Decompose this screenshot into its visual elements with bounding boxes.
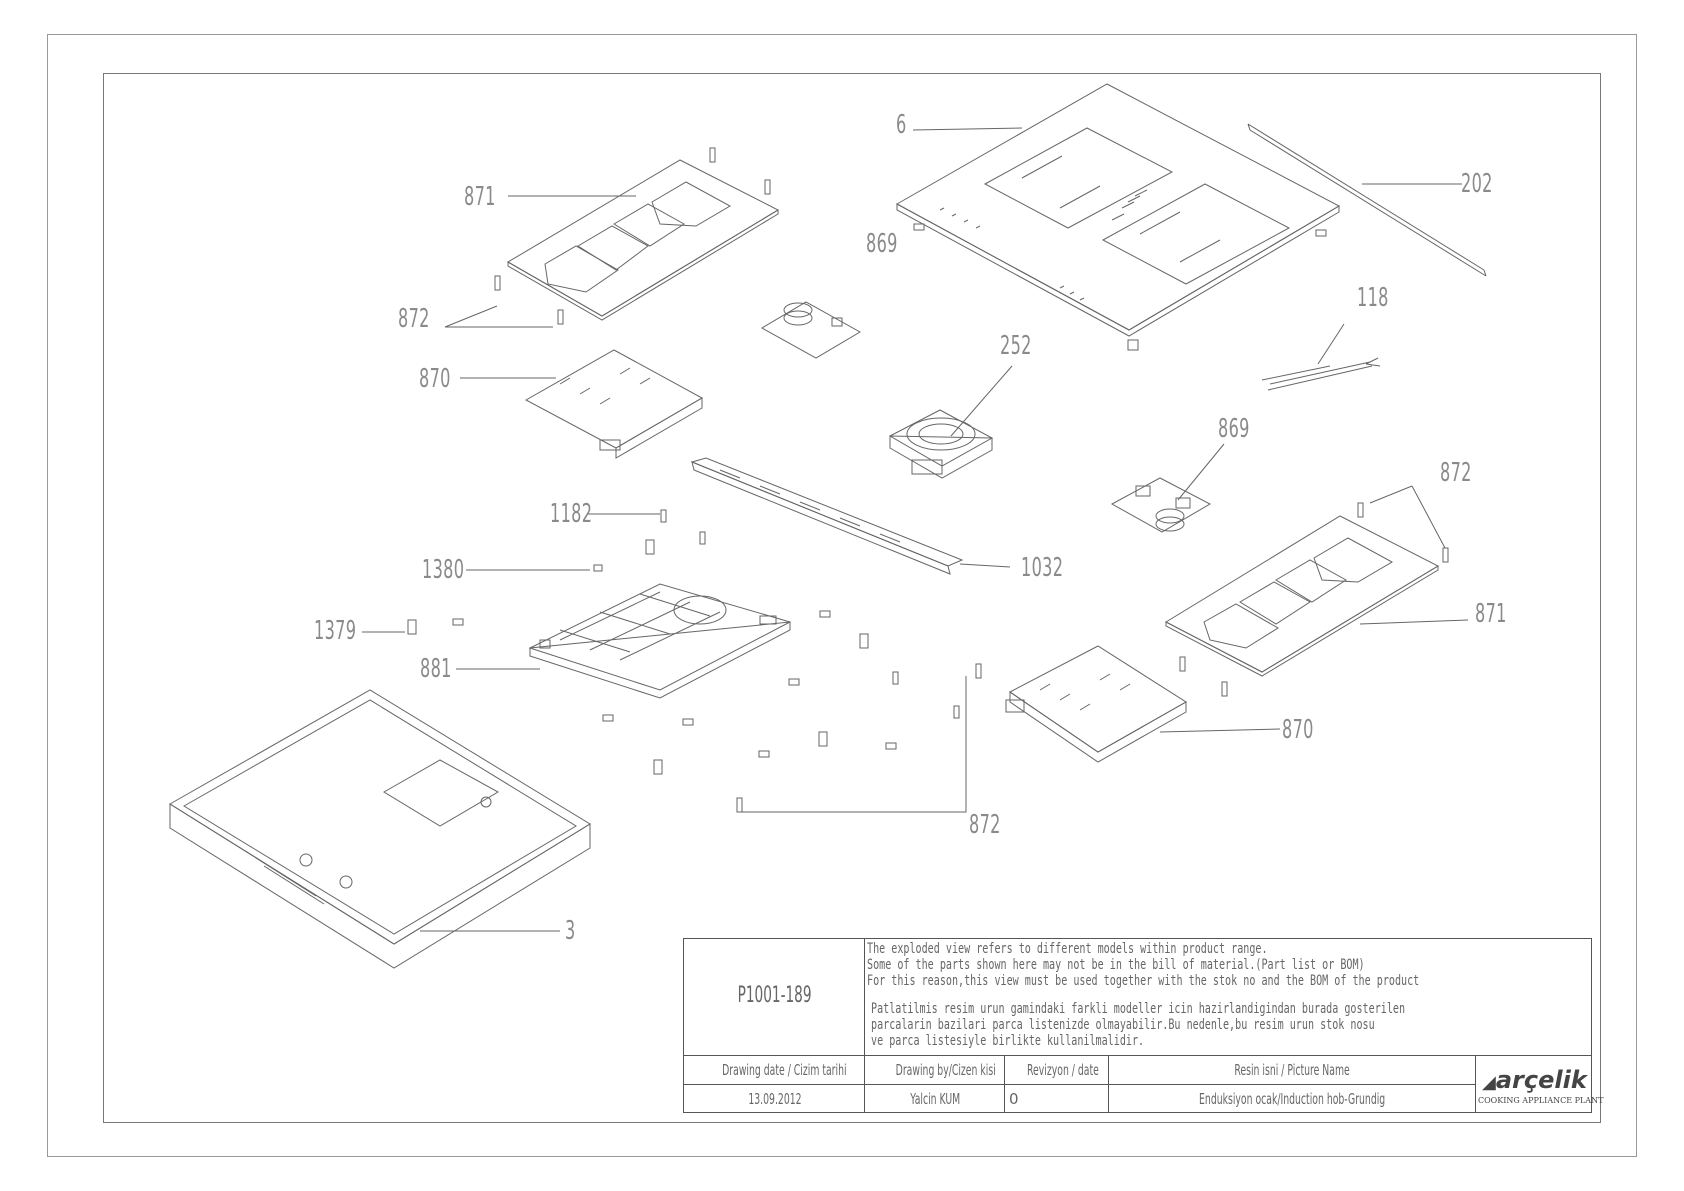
drawing-number: P1001-189 — [737, 983, 812, 1008]
callout-871: 871 — [464, 182, 496, 212]
header-rev-cell: Revizyon / date — [1005, 1056, 1109, 1085]
callout-118: 118 — [1357, 283, 1389, 313]
header-name: Resin isni / Picture Name — [1234, 1061, 1351, 1079]
clips-1380-1379 — [407, 539, 897, 775]
part-881-base-frame — [528, 583, 792, 699]
note-en-line-2: Some of the parts shown here may not be … — [867, 957, 1365, 973]
callout-872: 872 — [398, 304, 430, 334]
part-871-mica-right — [1164, 515, 1440, 677]
callout-872-bottom: 872 — [969, 810, 1001, 840]
part-871-mica-left — [507, 159, 780, 321]
part-870-board-left — [524, 349, 704, 459]
callout-869: 869 — [866, 229, 898, 259]
part-1032-bar — [690, 457, 964, 575]
callout-6: 6 — [896, 110, 907, 140]
value-rev-cell: 0 — [1005, 1085, 1109, 1113]
value-date-cell: 13.09.2012 — [684, 1085, 865, 1113]
callout-869-right: 869 — [1218, 414, 1250, 444]
value-date: 13.09.2012 — [747, 1090, 802, 1108]
callout-871-right: 871 — [1475, 599, 1507, 629]
callout-252: 252 — [1000, 331, 1032, 361]
header-by-cell: Drawing by/Cizen kisi — [865, 1056, 1005, 1085]
callout-1380: 1380 — [422, 555, 465, 585]
note-tr-line-2: parcalarin bazilari parca listenizde olm… — [871, 1017, 1375, 1033]
header-date: Drawing date / Cizim tarihi — [722, 1061, 847, 1079]
part-6-glass-top — [895, 83, 1341, 351]
callout-870: 870 — [419, 364, 451, 394]
note-tr-line-1: Patlatilmis resim urun gamindaki farkli … — [871, 1001, 1406, 1017]
logo-swoosh-icon: ◢ — [1482, 1072, 1496, 1093]
header-name-cell: Resin isni / Picture Name — [1109, 1056, 1476, 1085]
logo-subtitle: COOKING APPLIANCE PLANT — [1478, 1096, 1604, 1105]
header-date-cell: Drawing date / Cizim tarihi — [684, 1056, 865, 1085]
springs-872 — [494, 147, 1449, 813]
callout-872-right: 872 — [1440, 458, 1472, 488]
part-202-seal-strip — [1247, 123, 1487, 277]
sheet-inner-frame — [103, 73, 1601, 1123]
part-3-bottom-tray — [169, 689, 591, 969]
note-en-line-3: For this reason,this view must be used t… — [867, 973, 1420, 989]
logo-cell: ◢arçelik COOKING APPLIANCE PLANT — [1476, 1056, 1603, 1113]
value-rev: 0 — [1009, 1090, 1019, 1108]
value-name-cell: Enduksiyon ocak/Induction hob-Grundig — [1109, 1085, 1476, 1113]
callout-881: 881 — [420, 654, 452, 684]
part-870-board-right — [1005, 645, 1187, 763]
leader-lines — [362, 127, 1469, 932]
note-en-line-1: The exploded view refers to different mo… — [867, 941, 1268, 957]
arcelik-logo: ◢arçelik — [1482, 1066, 1587, 1094]
header-rev: Revizyon / date — [1027, 1061, 1099, 1079]
callout-1032: 1032 — [1021, 553, 1064, 583]
value-name: Enduksiyon ocak/Induction hob-Grundig — [1199, 1090, 1386, 1108]
header-by: Drawing by/Cizen kisi — [895, 1061, 996, 1079]
callout-202: 202 — [1461, 169, 1493, 199]
part-869-board-top — [760, 301, 862, 359]
part-252-fan — [888, 409, 994, 479]
title-block: P1001-189 The exploded view refers to di… — [683, 938, 1603, 1113]
note-tr-line-3: ve parca listesiyle birlikte kullanilmal… — [871, 1033, 1145, 1049]
callout-1379: 1379 — [314, 616, 357, 646]
drawing-number-cell: P1001-189 — [684, 939, 865, 1056]
callout-3: 3 — [565, 916, 576, 946]
callout-1182: 1182 — [550, 499, 593, 529]
notes-cell: The exploded view refers to different mo… — [865, 939, 1591, 1056]
callout-870-right: 870 — [1282, 715, 1314, 745]
value-by: Yalcin KUM — [910, 1090, 960, 1108]
value-by-cell: Yalcin KUM — [865, 1085, 1005, 1113]
part-118-cable — [1261, 357, 1381, 391]
part-869-board-right — [1110, 477, 1212, 533]
sheet-outer-frame — [47, 34, 1637, 1157]
